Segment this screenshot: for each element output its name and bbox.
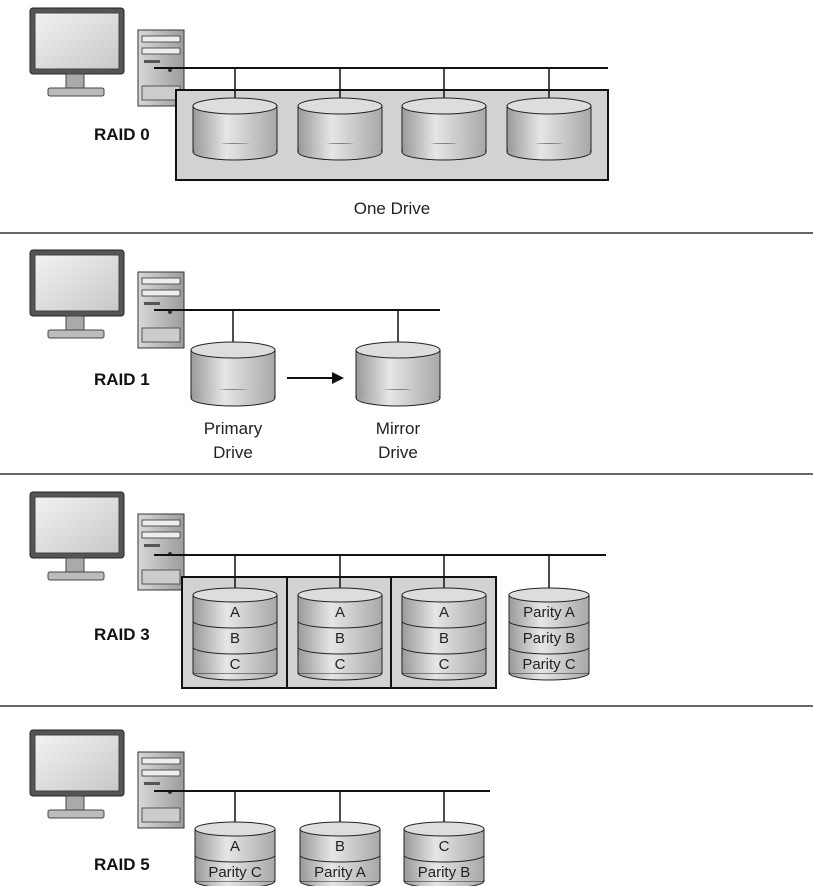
primary-drive-label-line1: Primary (204, 419, 263, 438)
raid3-parity-disk-segment-label: Parity C (522, 656, 576, 673)
mirror-drive-label-line1: Mirror (376, 419, 421, 438)
raid5-disk-segment-label: C (439, 838, 450, 855)
raid3-data-disk-segment-label: A (335, 604, 345, 621)
raid3-data-disk-segment-label: A (439, 604, 449, 621)
raid3-parity-disk: Parity A Parity B Parity C (508, 555, 590, 681)
raid3-data-disk-segment-label: C (335, 656, 346, 673)
raid0-disk (506, 68, 592, 161)
computer-icon (29, 7, 185, 107)
computer-icon (29, 729, 185, 829)
raid3-label: RAID 3 (94, 625, 150, 644)
raid0-label: RAID 0 (94, 125, 150, 144)
primary-drive (190, 310, 276, 407)
raid3-parity-disk-segment-label: Parity B (523, 630, 576, 647)
raid5-disk-segment-label: Parity B (418, 864, 471, 881)
computer-icon (29, 491, 185, 591)
raid5-disk: B Parity A (299, 791, 381, 886)
raid0-disk (401, 68, 487, 161)
mirror-drive (355, 310, 441, 407)
raid0-disk (297, 68, 383, 161)
raid3-data-disk: ABC (401, 555, 487, 681)
raid0-section: RAID 0 One Drive (29, 7, 609, 218)
raid3-data-disk-segment-label: C (230, 656, 241, 673)
raid3-data-disk-segment-label: B (230, 630, 240, 647)
raid3-data-disk-segment-label: B (335, 630, 345, 647)
raid5-disk-segment-label: Parity A (314, 864, 366, 881)
raid5-disk-segment-label: B (335, 838, 345, 855)
raid3-data-disk: ABC (192, 555, 278, 681)
raid3-data-disk: ABC (297, 555, 383, 681)
raid5-disk: A Parity C (194, 791, 276, 886)
mirror-arrow (287, 372, 344, 384)
mirror-drive-label-line2: Drive (378, 443, 418, 462)
raid1-label: RAID 1 (94, 370, 150, 389)
raid5-disk-segment-label: Parity C (208, 864, 262, 881)
raid5-label: RAID 5 (94, 855, 150, 874)
raid3-data-disk-segment-label: A (230, 604, 240, 621)
raid3-data-disk-segment-label: C (439, 656, 450, 673)
computer-icon (29, 249, 185, 349)
raid5-disk-segment-label: A (230, 838, 240, 855)
raid0-caption: One Drive (354, 199, 431, 218)
raid3-parity-disk-segment-label: Parity A (523, 604, 575, 621)
raid1-section: RAID 1 Primary Drive Mirror Drive (29, 249, 441, 462)
raid3-data-disk-segment-label: B (439, 630, 449, 647)
raid0-disk (192, 68, 278, 161)
primary-drive-label-line2: Drive (213, 443, 253, 462)
raid5-section: A Parity C B Parity A C Parity B RAID 5 (29, 729, 490, 886)
raid5-disk: C Parity B (403, 791, 485, 886)
